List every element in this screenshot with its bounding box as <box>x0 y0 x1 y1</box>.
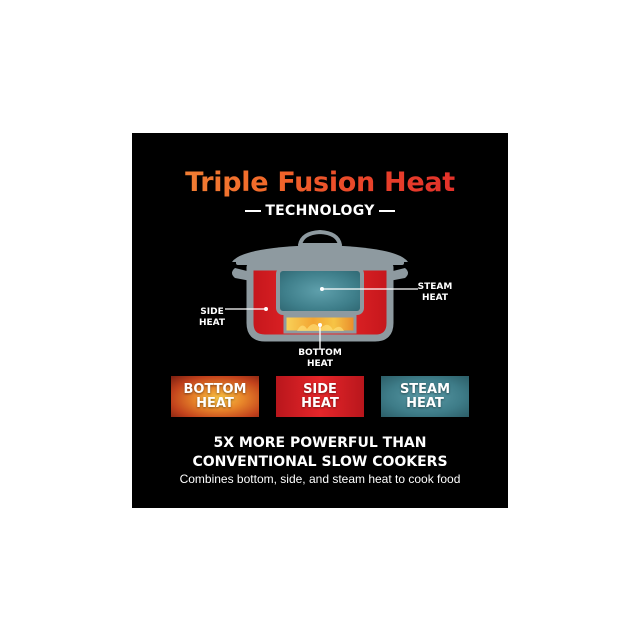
flame-icon <box>297 324 344 331</box>
bottom-leader-dot <box>318 323 322 327</box>
infographic-panel: Triple Fusion Heat TECHNOLOGY <box>132 133 508 508</box>
left-handle-icon <box>232 268 251 281</box>
lid-icon <box>232 245 408 262</box>
tagline-line-1: 5X MORE POWERFUL THAN <box>213 435 427 451</box>
side-heat-label: SIDE HEAT <box>198 307 226 328</box>
subtitle-rule-right <box>378 210 395 212</box>
lid-knob-icon <box>298 230 342 247</box>
description: Combines bottom, side, and steam heat to… <box>179 472 461 486</box>
slow-cooker-diagram <box>225 230 418 349</box>
steam-heat-label: STEAM HEAT <box>417 282 453 303</box>
subtitle-rule-left <box>245 210 262 212</box>
side-leader-dot <box>264 307 268 311</box>
bottom-heat-label: BOTTOM HEAT <box>298 348 342 369</box>
subtitle-row: TECHNOLOGY <box>132 203 508 219</box>
steam-area-icon <box>276 267 364 315</box>
subtitle: TECHNOLOGY <box>265 203 375 219</box>
steam-leader-dot <box>320 287 324 291</box>
tagline-line-2: CONVENTIONAL SLOW COOKERS <box>192 454 448 470</box>
right-handle-icon <box>389 268 408 281</box>
title: Triple Fusion Heat <box>132 167 508 198</box>
